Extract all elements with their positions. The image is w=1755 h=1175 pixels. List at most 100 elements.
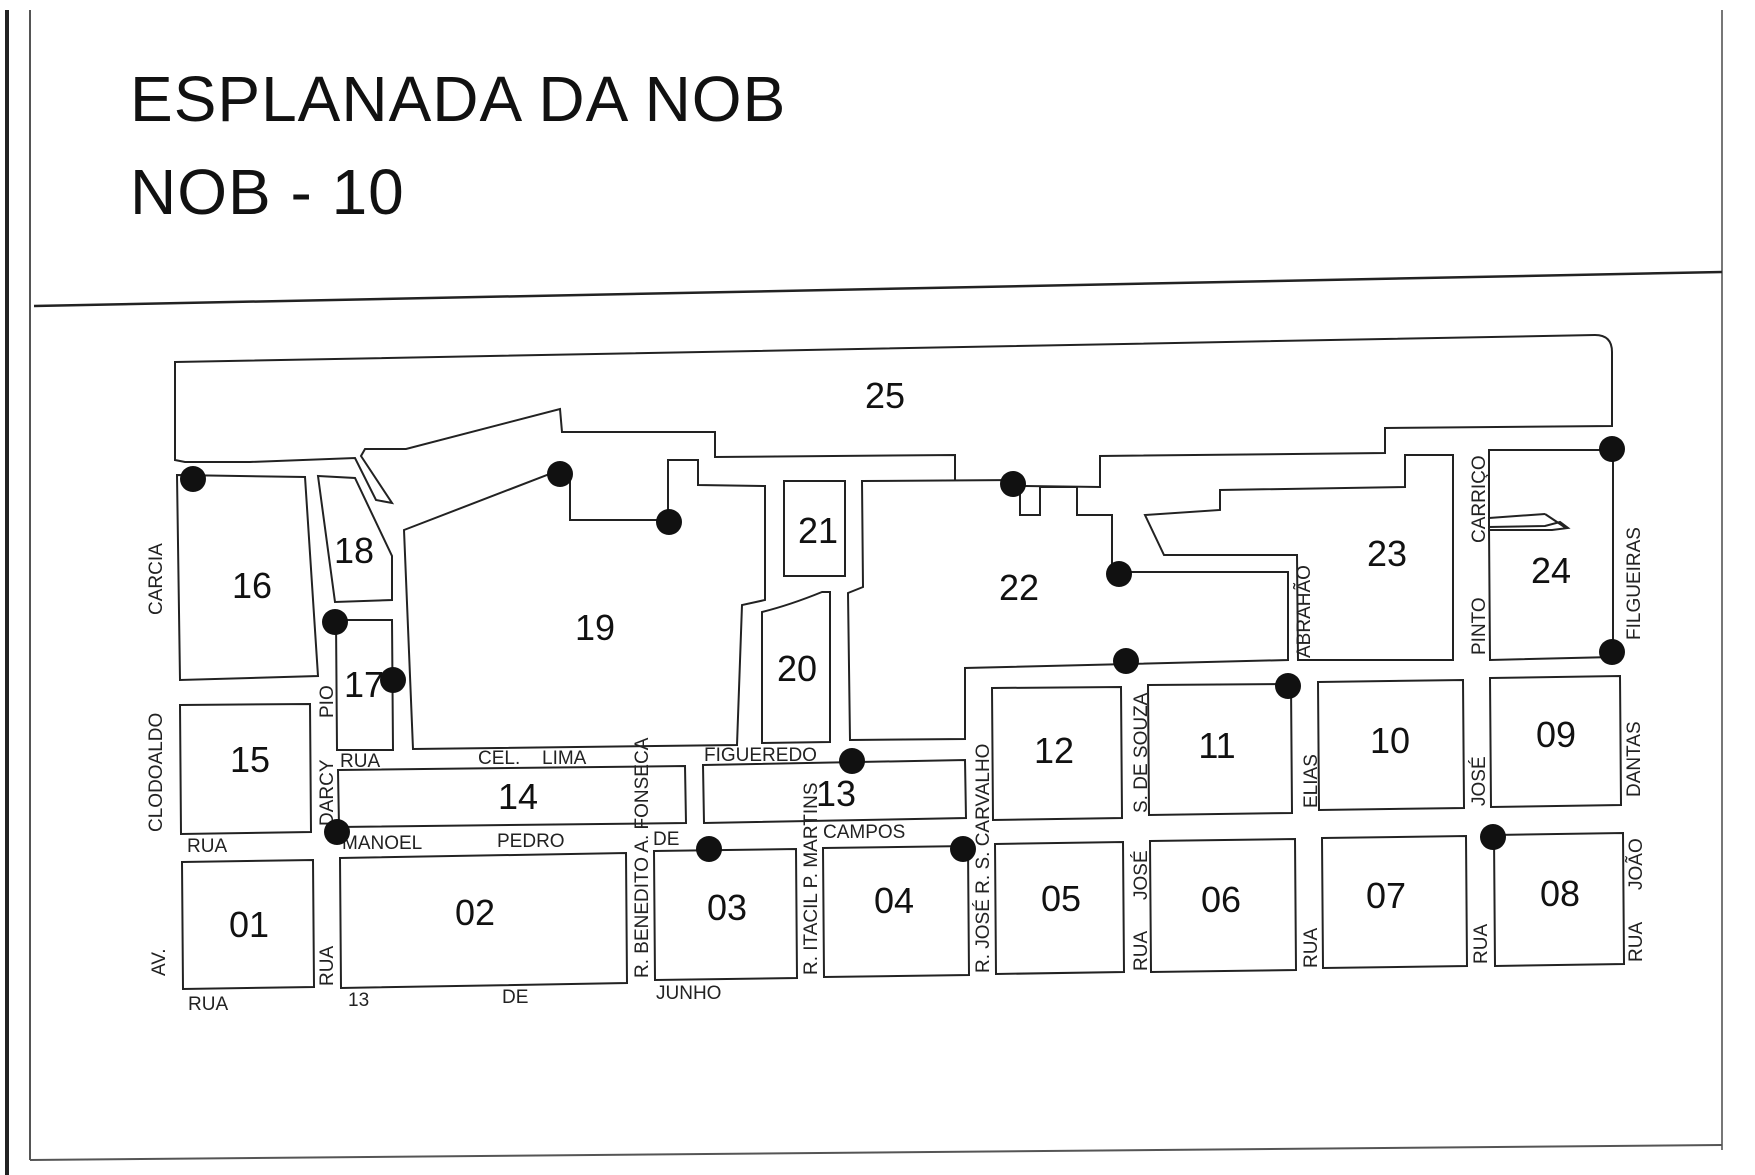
street-label-joao: JOÃO xyxy=(1625,838,1647,890)
street-label-rua-dantas: RUA xyxy=(1471,924,1492,964)
block-02[interactable] xyxy=(338,851,629,990)
street-label-jose-carvalho: R. JOSÉ R. S. CARVALHO xyxy=(973,744,994,973)
marker-dot[interactable] xyxy=(322,609,348,635)
block-24-inner-line xyxy=(1488,513,1546,519)
street-label-rua-joao: RUA xyxy=(1626,922,1647,962)
block-20-label: 20 xyxy=(777,648,817,689)
block-23-label: 23 xyxy=(1367,533,1407,574)
street-label-benedito: R. BENEDITO A. FONSECA xyxy=(632,737,653,978)
block-24-label: 24 xyxy=(1531,550,1571,591)
block-06-label: 06 xyxy=(1201,879,1241,920)
street-label-rua-elias: RUA xyxy=(1301,928,1322,968)
block-21[interactable] xyxy=(783,480,846,577)
street-label-pedro: PEDRO xyxy=(497,831,565,852)
street-label-jose-10: JOSÉ xyxy=(1469,756,1490,806)
block-05[interactable] xyxy=(993,840,1126,976)
street-label-lima: LIMA xyxy=(542,748,587,769)
street-label-clodoaldo: CLODOALDO xyxy=(146,713,167,832)
marker-dot[interactable] xyxy=(839,748,865,774)
block-05-label: 05 xyxy=(1041,878,1081,919)
block-01[interactable] xyxy=(180,858,316,991)
street-label-carrico: CARRIÇO xyxy=(1469,455,1490,543)
block-15-label: 15 xyxy=(230,739,270,780)
block-06[interactable] xyxy=(1148,837,1298,974)
block-11[interactable] xyxy=(1146,682,1294,817)
marker-dot[interactable] xyxy=(1113,648,1139,674)
street-label-manoel: MANOEL xyxy=(342,833,422,854)
marker-dot[interactable] xyxy=(696,836,722,862)
marker-dot[interactable] xyxy=(1000,471,1026,497)
street-label-figueredo: FIGUEREDO xyxy=(704,745,817,766)
block-09[interactable] xyxy=(1488,674,1623,809)
street-label-dantas-09: DANTAS xyxy=(1624,721,1645,797)
block-07-label: 07 xyxy=(1366,875,1406,916)
block-16[interactable] xyxy=(175,473,320,682)
block-17[interactable] xyxy=(334,619,395,751)
block-13[interactable] xyxy=(701,758,968,825)
map-title: ESPLANADA DA NOB xyxy=(130,63,787,135)
street-label-de-campos: DE xyxy=(653,829,679,850)
block-08-label: 08 xyxy=(1540,873,1580,914)
street-label-cel: CEL. xyxy=(478,748,520,769)
block-10[interactable] xyxy=(1316,678,1466,812)
marker-dot[interactable] xyxy=(180,466,206,492)
block-22[interactable] xyxy=(846,478,1289,742)
block-22-label: 22 xyxy=(999,567,1039,608)
block-19-label: 19 xyxy=(575,607,615,648)
header-divider xyxy=(33,270,1723,308)
block-01-label: 01 xyxy=(229,904,269,945)
street-label-rua-jose: RUA xyxy=(1131,931,1152,971)
street-label-rua-13: RUA xyxy=(188,994,228,1015)
block-23[interactable] xyxy=(1143,454,1454,661)
street-label-jose-06: JOSÉ xyxy=(1131,850,1152,900)
block-18[interactable] xyxy=(316,474,393,604)
block-24[interactable] xyxy=(1487,449,1614,662)
street-label-de-souza: S. DE SOUZA xyxy=(1131,692,1152,813)
street-label-filgueiras: FILGUEIRAS xyxy=(1624,527,1645,640)
marker-dot[interactable] xyxy=(656,509,682,535)
block-03-label: 03 xyxy=(707,887,747,928)
street-label-abrahao: ABRAHÃO xyxy=(1293,565,1315,658)
marker-dot[interactable] xyxy=(1599,436,1625,462)
block-04[interactable] xyxy=(821,844,971,979)
block-14[interactable] xyxy=(336,764,688,829)
block-16-label: 16 xyxy=(232,565,272,606)
street-label-av: AV. xyxy=(149,949,170,976)
block-15[interactable] xyxy=(178,702,313,836)
marker-dot[interactable] xyxy=(1106,561,1132,587)
block-18-label: 18 xyxy=(334,530,374,571)
block-25-label: 25 xyxy=(865,375,905,416)
block-25[interactable] xyxy=(174,333,1613,505)
street-label-rua-cel: RUA xyxy=(340,751,380,772)
block-09-label: 09 xyxy=(1536,714,1576,755)
marker-dot[interactable] xyxy=(380,667,406,693)
block-21-label: 21 xyxy=(798,510,838,551)
block-19[interactable] xyxy=(402,459,766,751)
street-label-rua-darcy: RUA xyxy=(317,946,338,986)
block-13-label: 13 xyxy=(816,773,856,814)
marker-dot[interactable] xyxy=(950,836,976,862)
block-12[interactable] xyxy=(990,685,1124,822)
block-14-label: 14 xyxy=(498,776,538,817)
marker-dot[interactable] xyxy=(1480,824,1506,850)
block-04-label: 04 xyxy=(874,880,914,921)
street-label-13: 13 xyxy=(348,990,369,1011)
street-label-campos: CAMPOS xyxy=(823,822,905,843)
block-10-label: 10 xyxy=(1370,720,1410,761)
block-20[interactable] xyxy=(761,591,831,745)
street-label-elias: ELIAS xyxy=(1301,754,1322,808)
street-label-carcia: CARCIA xyxy=(146,543,167,615)
marker-dot[interactable] xyxy=(547,461,573,487)
street-label-itacil: R. ITACIL P. MARTINS xyxy=(801,782,822,975)
marker-dot[interactable] xyxy=(1275,673,1301,699)
block-07[interactable] xyxy=(1320,834,1469,970)
bottom-border-line xyxy=(29,1144,1723,1161)
block-17-label: 17 xyxy=(344,664,384,705)
block-03[interactable] xyxy=(652,847,799,982)
marker-dot[interactable] xyxy=(324,819,350,845)
marker-dot[interactable] xyxy=(1599,639,1625,665)
block-08[interactable] xyxy=(1492,831,1626,968)
block-12-label: 12 xyxy=(1034,730,1074,771)
